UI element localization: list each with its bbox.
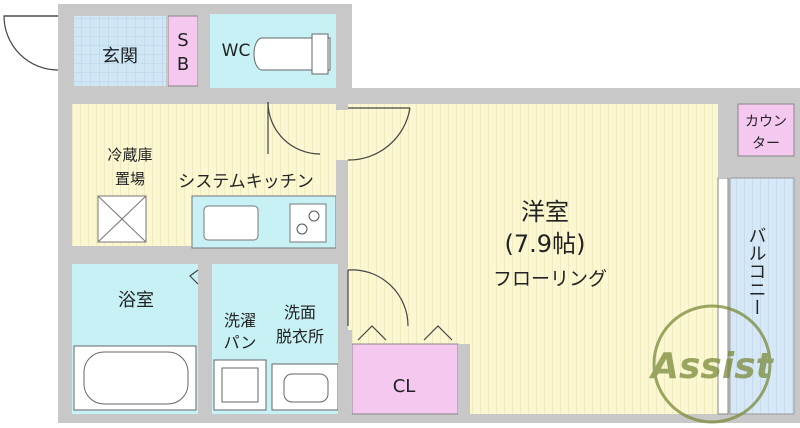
watermark-text: Assist: [648, 346, 774, 387]
closet: [351, 343, 459, 415]
counter-label-2: ター: [752, 136, 780, 152]
entrance-door[interactable]: [3, 15, 59, 71]
interior-walls: [72, 14, 730, 414]
shoebox: [167, 15, 199, 87]
genkan-floor: [74, 16, 166, 86]
laundry-label-1: 洗濯: [224, 311, 256, 330]
cl-label: CL: [393, 376, 416, 397]
fridge-label-2: 置場: [115, 170, 145, 188]
wc-door[interactable]: [267, 101, 321, 155]
bathtub-icon: [73, 345, 197, 411]
toilet-icon: [253, 33, 331, 75]
washroom-label-2: 脱衣所: [276, 327, 324, 346]
bath-door[interactable]: [189, 269, 199, 285]
sb-label-2: B: [177, 54, 189, 75]
kitchen-label: システムキッチン: [178, 172, 314, 192]
western-label-2: (7.9帖): [505, 230, 586, 258]
counter-label-1: カウン: [745, 114, 787, 130]
sb-label-1: S: [177, 30, 188, 51]
closet-doors[interactable]: [357, 325, 453, 341]
western-label-1: 洋室: [521, 198, 569, 226]
western-label-3: フローリング: [493, 268, 607, 290]
balcony-floor: [729, 177, 795, 415]
washroom-door[interactable]: [347, 269, 409, 327]
room-door[interactable]: [347, 107, 411, 161]
bath-label: 浴室: [118, 290, 154, 311]
washroom-label-1: 洗面: [284, 303, 316, 322]
sink-icon: [271, 363, 339, 411]
fridge-space: [97, 195, 147, 243]
laundry-label-2: パン: [224, 333, 257, 352]
assist-watermark: Assist: [648, 304, 775, 424]
wc-label: WC: [222, 41, 251, 61]
balcony-label: バルコニー: [746, 226, 767, 316]
counter: [737, 103, 795, 157]
washing-pan-icon: [213, 359, 267, 411]
fridge-label-1: 冷蔵庫: [107, 146, 152, 164]
kitchen-counter: [191, 195, 337, 249]
genkan-label: 玄関: [102, 46, 138, 67]
